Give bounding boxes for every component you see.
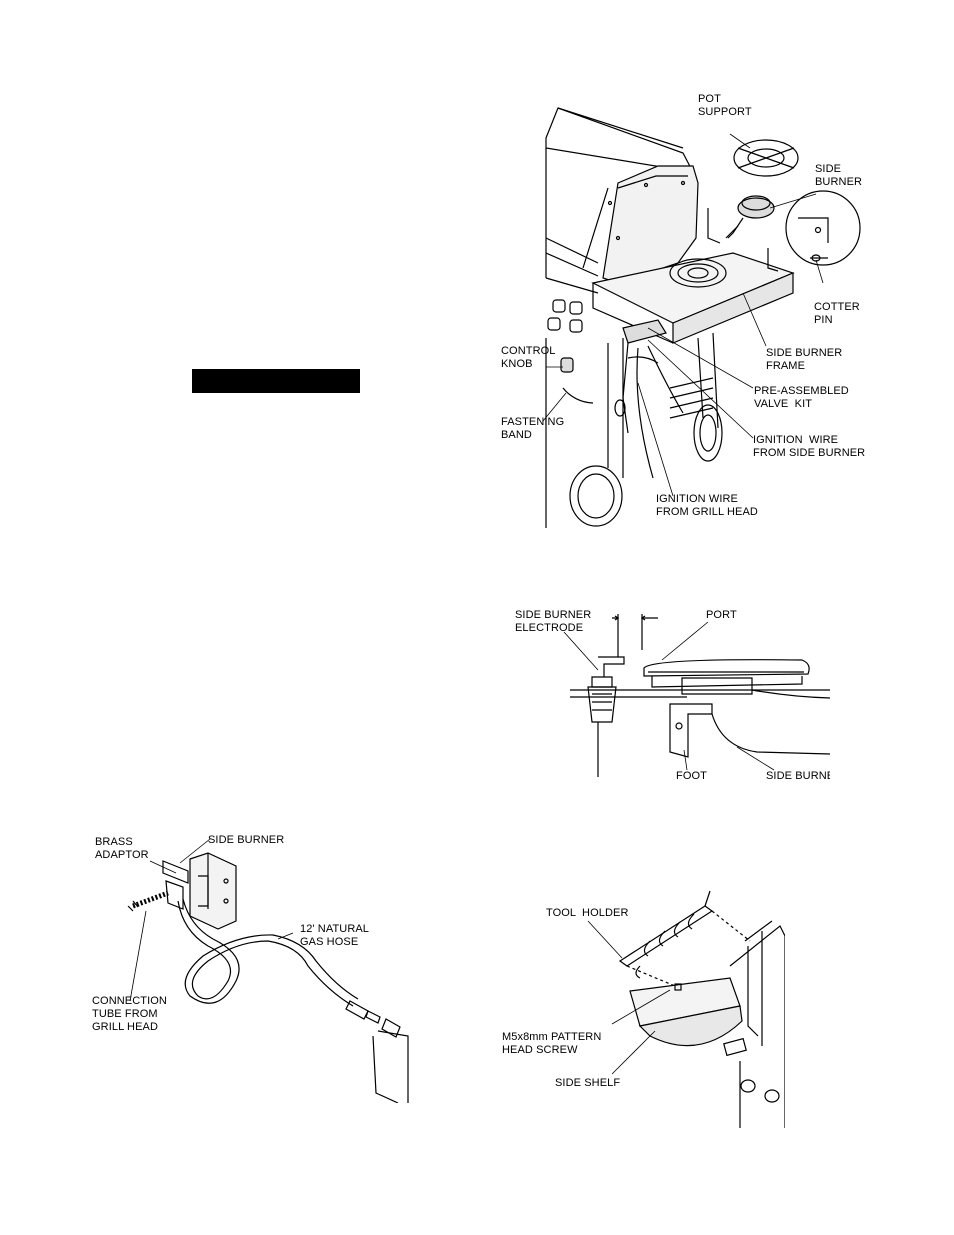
pot-support-label: POT SUPPORT <box>698 93 752 118</box>
side-burner-frame-label: SIDE BURNER FRAME <box>766 347 843 372</box>
side-burner-label-3: SIDE BURNER <box>208 834 285 846</box>
tool-holder-drawing <box>587 890 785 1128</box>
brass-adaptor-label: BRASS ADAPTOR <box>95 836 149 861</box>
gas-hose-figure: BRASS ADAPTOR SIDE BURNER 12' NATURAL GA… <box>88 831 410 1103</box>
electrode-gap-drawing <box>563 614 830 777</box>
side-burner-label: SIDE BURNER <box>815 163 863 188</box>
tool-holder-figure: TOOL HOLDER M5x8mm PATTERN HEAD SCREW SI… <box>500 886 785 1128</box>
side-burner-label-2: SIDE BURNER <box>766 770 830 782</box>
pattern-head-screw-label: M5x8mm PATTERN HEAD SCREW <box>502 1031 602 1056</box>
black-label-bar <box>192 369 360 393</box>
fastening-band-label: FASTENING BAND <box>501 416 565 441</box>
side-burner-electrode-label: SIDE BURNER ELECTRODE <box>515 609 592 634</box>
cotter-pin-label: COTTER PIN <box>814 301 860 326</box>
side-burner-assembly-figure: POT SUPPORT SIDE BURNER COTTER PIN CONTR… <box>498 88 870 528</box>
ignition-wire-side-burner-label: IGNITION WIRE FROM SIDE BURNER <box>753 434 866 459</box>
control-knob-label: CONTROL KNOB <box>501 345 556 370</box>
side-burner-assembly-drawing <box>542 107 861 528</box>
natural-gas-hose-label: 12' NATURAL GAS HOSE <box>300 923 370 948</box>
foot-label: FOOT <box>676 770 707 782</box>
side-shelf-label: SIDE SHELF <box>555 1077 621 1089</box>
connection-tube-label: CONNECTION TUBE FROM GRILL HEAD <box>92 995 167 1033</box>
gas-hose-drawing <box>127 838 409 1103</box>
tool-holder-label: TOOL HOLDER <box>546 907 629 919</box>
pre-assembled-valve-kit-label: PRE-ASSEMBLED VALVE KIT <box>754 385 849 410</box>
port-label: PORT <box>706 609 737 621</box>
electrode-gap-figure: SIDE BURNER ELECTRODE PORT FOOT SIDE BUR… <box>512 602 830 782</box>
ignition-wire-grill-head-label: IGNITION WIRE FROM GRILL HEAD <box>656 493 758 518</box>
